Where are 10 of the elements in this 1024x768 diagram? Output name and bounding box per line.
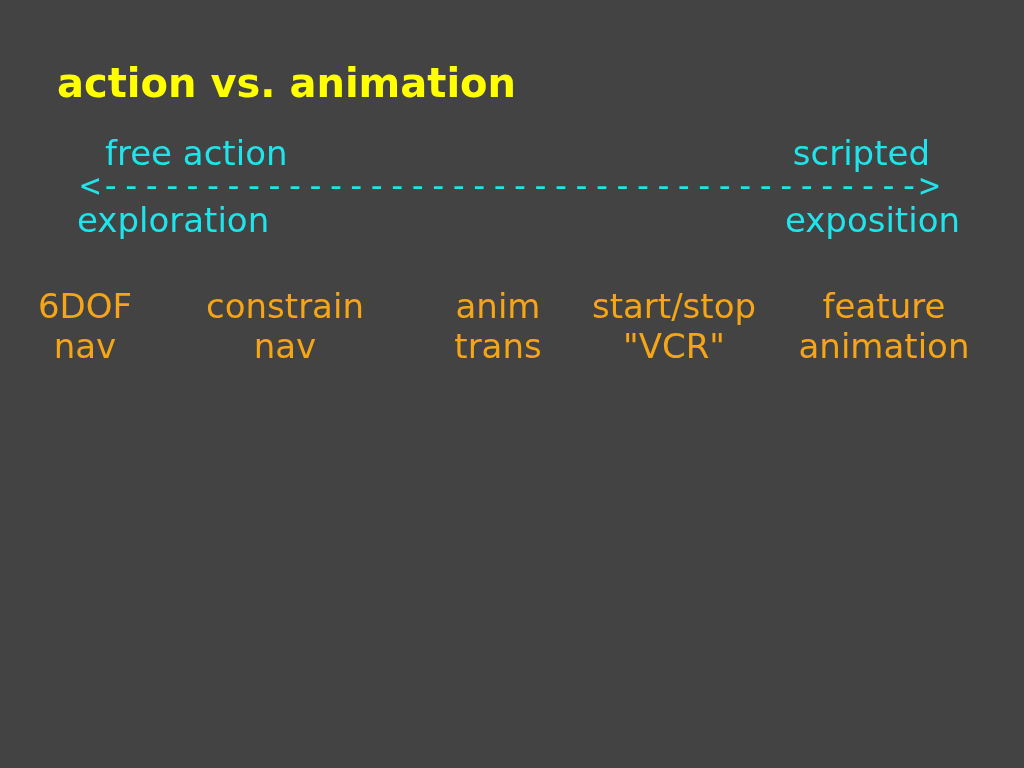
- technique-label: feature animation: [798, 286, 970, 366]
- scale-end-label: free action: [105, 133, 288, 173]
- technique-label: start/stop "VCR": [591, 286, 757, 366]
- technique-label: 6DOF nav: [37, 286, 133, 366]
- technique-label: constrain nav: [206, 286, 364, 366]
- slide-title: action vs. animation: [57, 59, 517, 107]
- scale-end-label: exploration: [77, 200, 270, 240]
- scale-end-label: scripted: [792, 133, 930, 173]
- scale-end-label: exposition: [784, 200, 960, 240]
- technique-label: anim trans: [454, 286, 542, 366]
